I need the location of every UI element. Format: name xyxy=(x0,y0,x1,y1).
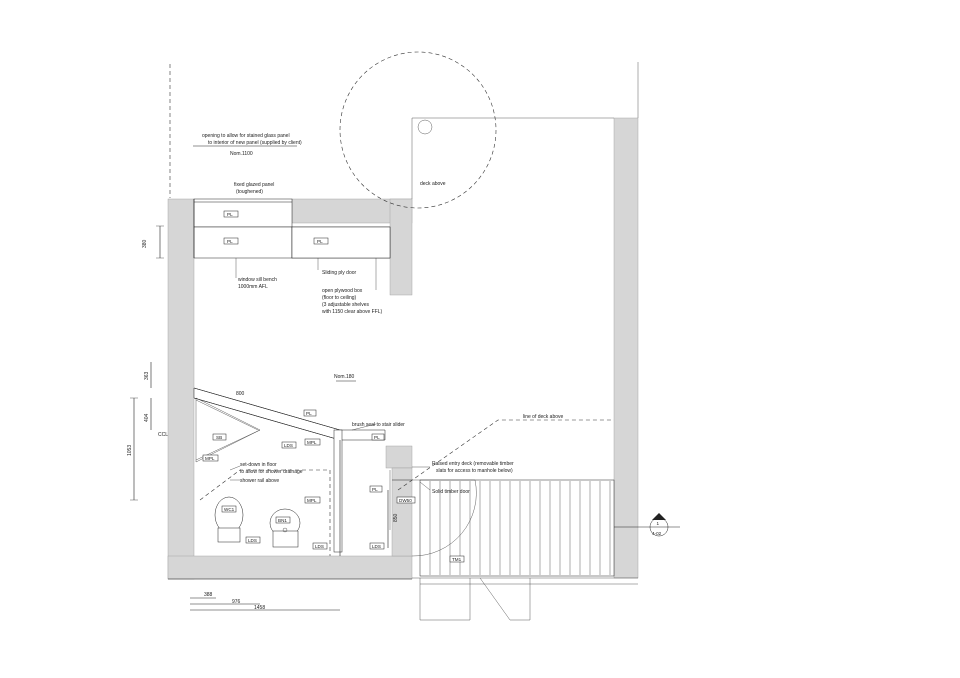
section-sheet: 4-02 xyxy=(652,531,662,536)
deck-above-circle xyxy=(339,51,497,209)
right-wall-jamb xyxy=(391,467,413,557)
tag-lds-1: LDS xyxy=(284,443,293,448)
fixed-glazed-note-2: (toughened) xyxy=(236,189,263,195)
tag-mpl-2: MPL xyxy=(307,440,317,445)
tag-pl-1: PL xyxy=(227,212,233,217)
tag-pl-5: PL xyxy=(374,435,380,440)
raised-deck-note-2: slats for access to manhole below) xyxy=(436,468,513,474)
dim-404: 404 xyxy=(144,413,150,422)
section-number: 1 xyxy=(657,521,660,526)
section-marker: 1 4-02 xyxy=(614,513,680,537)
shower-rail-note: shower rail above xyxy=(240,478,279,484)
deck-above-label: deck above xyxy=(420,181,446,187)
stained-glass-note-2: to interior of new panel (supplied by cl… xyxy=(208,140,302,146)
sliding-ply-note: Sliding ply door xyxy=(322,270,357,276)
dim-850: 850 xyxy=(393,513,399,522)
tag-lds-4: LDS xyxy=(372,544,381,549)
left-wall xyxy=(167,198,195,580)
tag-tm1: TM1 xyxy=(452,557,462,562)
dim-976: 976 xyxy=(232,599,241,605)
tag-pl-3: PL xyxy=(317,239,323,244)
tag-lds-2: LDS xyxy=(248,538,257,543)
dim-388: 388 xyxy=(204,592,213,598)
right-wall-upper xyxy=(389,198,413,296)
tag-mpl-1: MPL xyxy=(205,456,215,461)
plywood-note-1: open plywood box xyxy=(322,288,363,294)
tag-bn1: BN1 xyxy=(278,518,287,523)
raised-deck xyxy=(397,419,638,621)
nom-180-label: Nom.180 xyxy=(334,374,355,380)
tag-lds-3: LDS xyxy=(315,544,324,549)
plywood-note-3: (3 adjustable shelves xyxy=(322,302,369,308)
window-sill-note-2: 1000mm AFL xyxy=(238,284,268,290)
dim-1053: 1053 xyxy=(127,445,133,456)
dim-1458: 1458 xyxy=(254,605,265,611)
right-wall-lower xyxy=(385,445,413,469)
tag-sb: SB xyxy=(216,435,222,440)
tag-mpl-3: MPL xyxy=(307,498,317,503)
dim-380: 380 xyxy=(142,239,148,248)
solid-door-note: Solid timber door xyxy=(432,489,470,495)
tag-wc1: WC1 xyxy=(224,507,235,512)
walls xyxy=(167,117,639,580)
tag-pl-2: PL xyxy=(227,239,233,244)
wc-bowl xyxy=(214,496,244,534)
set-down-note-1: set-down in floor xyxy=(240,462,277,468)
raised-deck-note-1: Raised entry deck (removable timber xyxy=(432,461,514,467)
leader-lines xyxy=(229,258,431,491)
dimension-lines xyxy=(130,145,389,611)
fixed-glazed-note-1: fixed glazed panel xyxy=(234,182,274,188)
tag-pl-4: PL xyxy=(306,411,312,416)
dim-800: 800 xyxy=(236,391,245,397)
line-of-deck-note: line of deck above xyxy=(523,414,564,420)
nom-1100-label: Nom.1100 xyxy=(230,151,253,157)
plywood-note-4: with 1150 clear above FFL) xyxy=(322,309,383,315)
window-sill-note-1: window sill bench xyxy=(238,277,277,283)
stained-glass-note-1: opening to allow for stained glass panel xyxy=(202,133,290,139)
plywood-note-2: (floor to ceiling) xyxy=(322,295,357,301)
tag-pl-6: PL xyxy=(372,487,378,492)
bottom-wall xyxy=(167,555,413,580)
downpipe-circle xyxy=(417,119,433,135)
tag-dw: DW50 xyxy=(399,498,412,503)
dim-363: 363 xyxy=(144,371,150,380)
set-down-note-2: to allow for shower drainage xyxy=(240,469,303,475)
component-tags: PL PL PL PL PL PL SB MPL MPL MPL LDS LDS… xyxy=(202,210,465,563)
brush-seal-note: brush seal to stair slider xyxy=(352,422,405,428)
ccl-label: CCL xyxy=(158,432,168,438)
far-right-wall xyxy=(613,117,639,579)
